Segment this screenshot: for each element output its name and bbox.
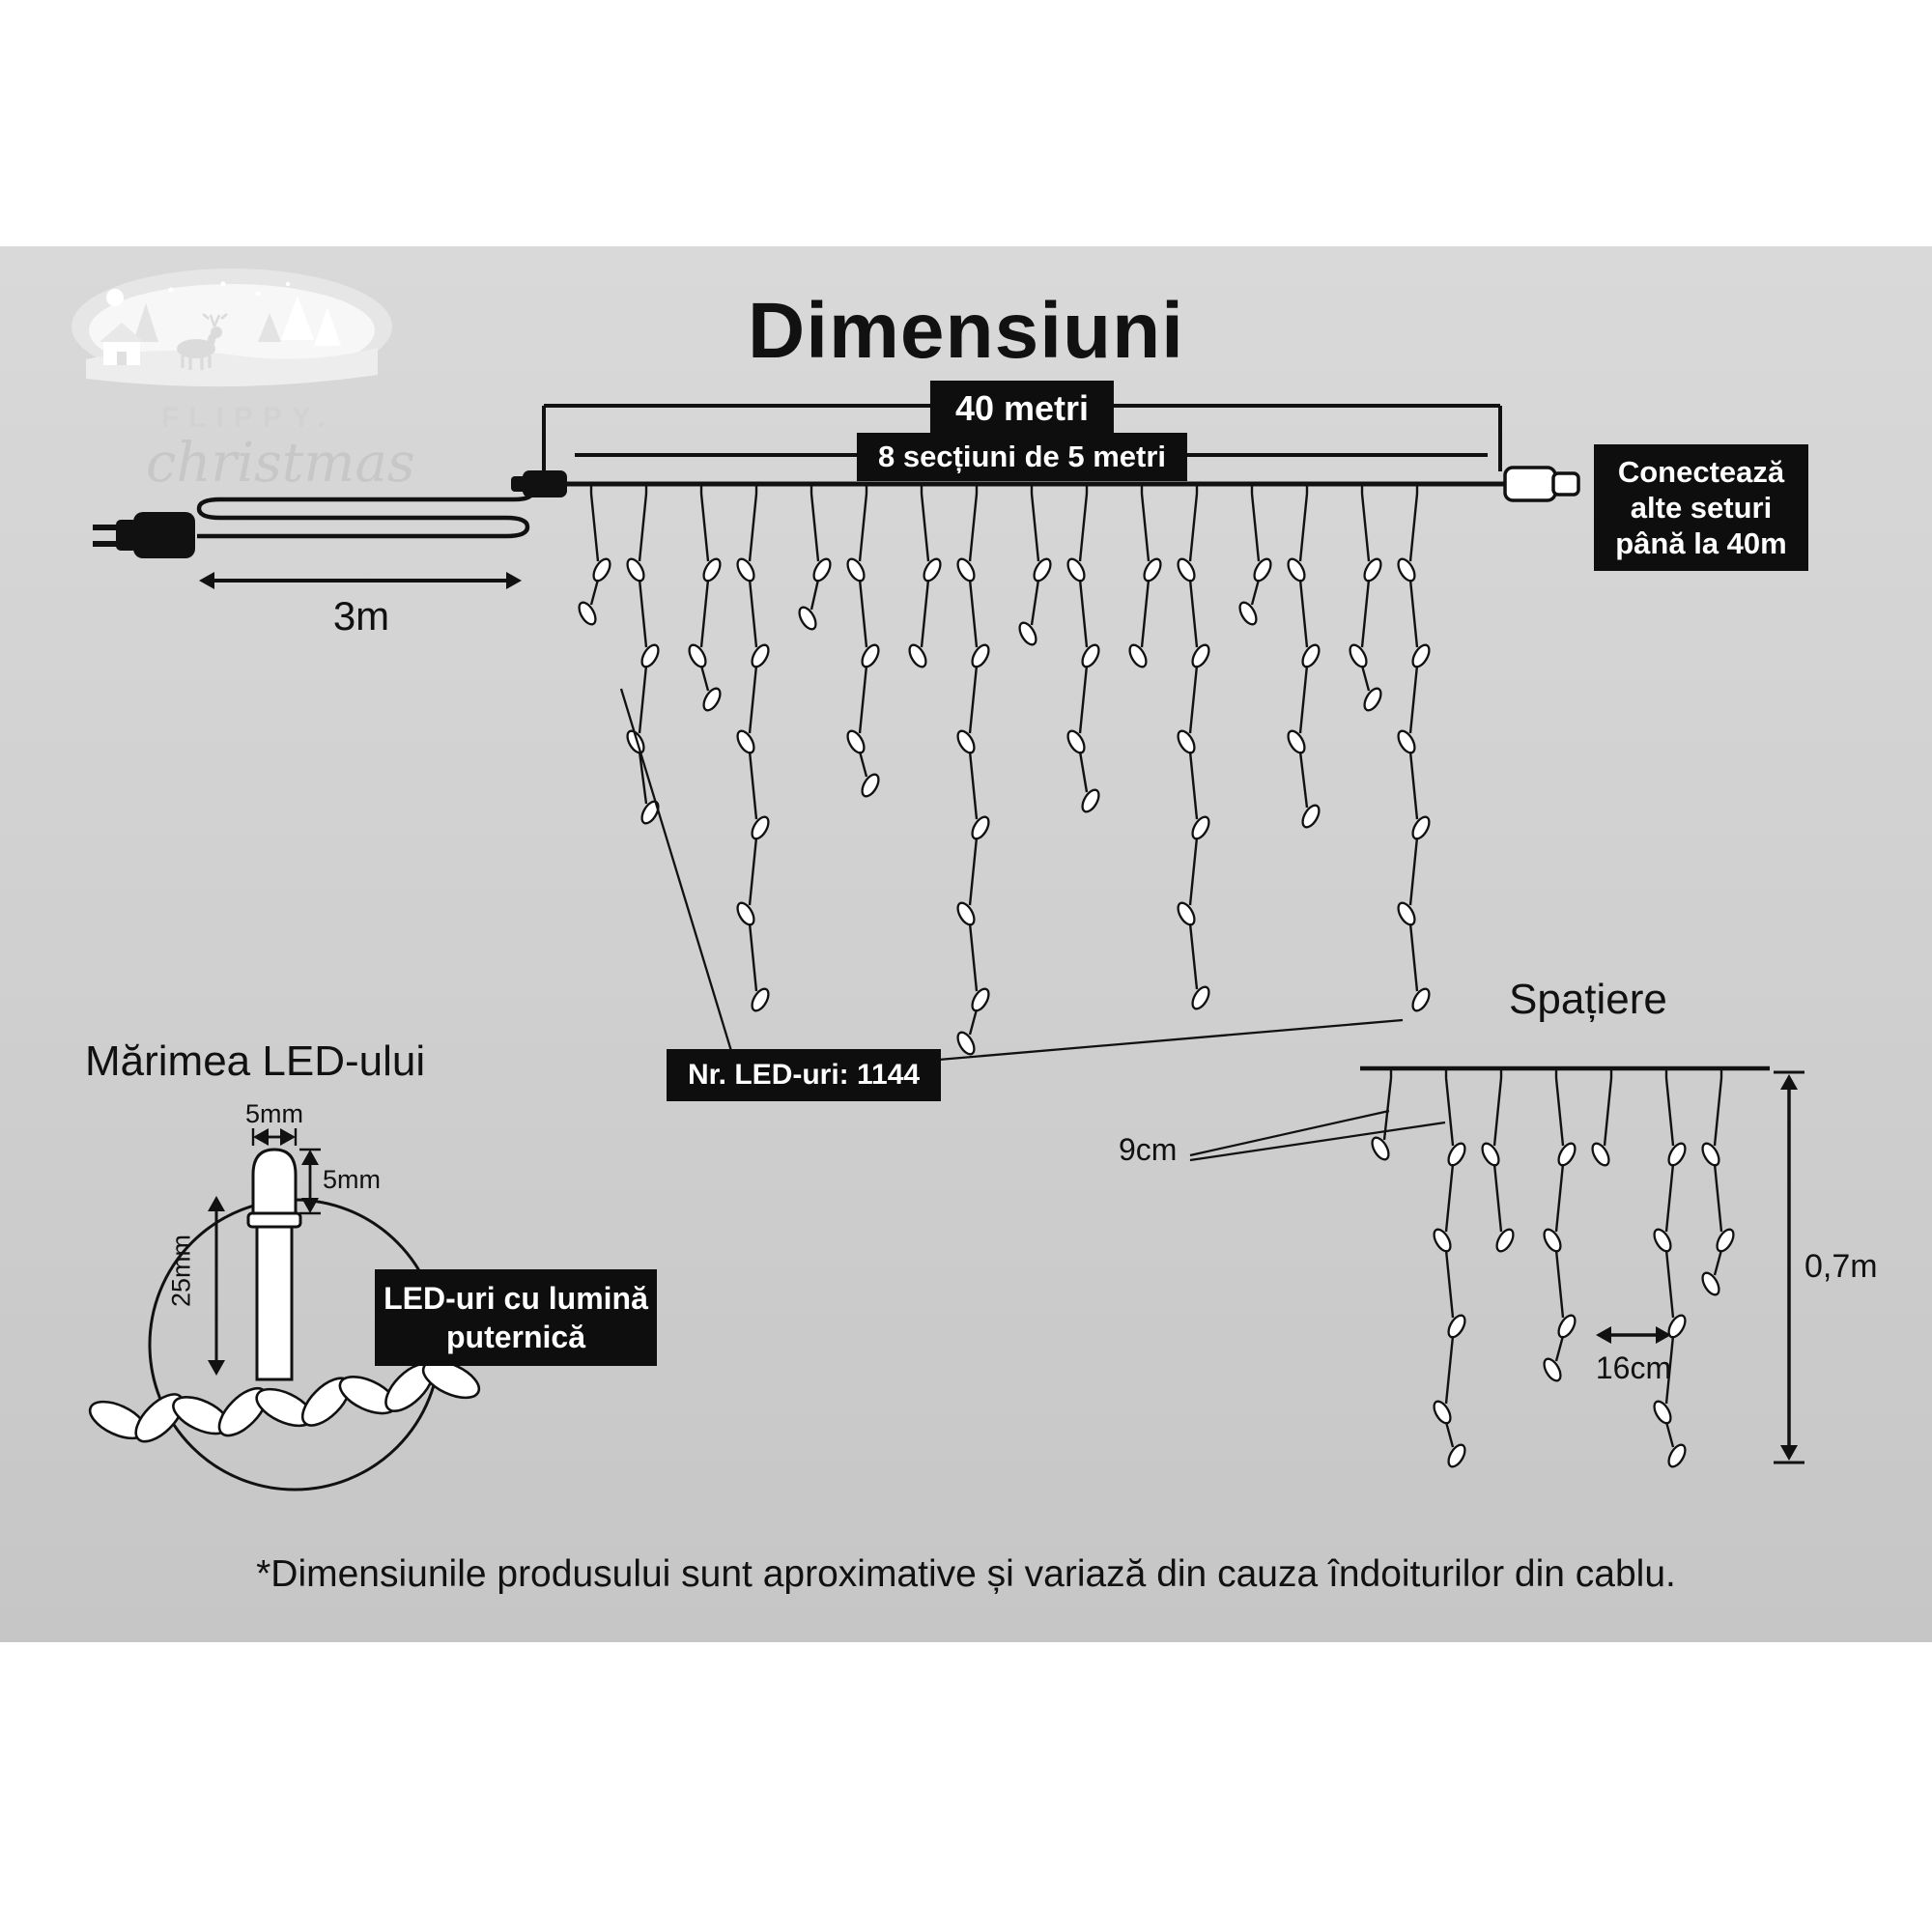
logo-tree-icon (281, 296, 314, 340)
total-length-label: 40 metri (929, 381, 1115, 437)
cap-width-label: 5mm (245, 1099, 303, 1128)
logo-star-icon (255, 291, 261, 297)
total-height-label: 25mm (166, 1235, 196, 1308)
bright-led-label: LED-uri cu lumină puternică (375, 1269, 657, 1366)
flippy-christmas-logo: FLIPPY. christmas (71, 269, 415, 495)
power-plug-icon (93, 512, 195, 558)
logo-script-text: christmas (146, 432, 415, 495)
spacing-diagram (1189, 1065, 1804, 1468)
led-size-magnifier (88, 1128, 481, 1492)
lead-length-arrow (199, 572, 522, 589)
led-spacing-label: 16cm (1595, 1350, 1672, 1385)
spacing-title: Spațiere (1509, 976, 1667, 1023)
led-count-callout-lines (619, 688, 1404, 1064)
cap-height-label: 5mm (323, 1165, 381, 1194)
page-title: Dimensiuni (748, 287, 1184, 375)
logo-star-icon (168, 287, 174, 293)
logo-tree-icon (314, 307, 341, 346)
footnote-text: *Dimensiunile produsului sunt aproximati… (256, 1553, 1676, 1595)
drop-spacing-label: 9cm (1119, 1132, 1178, 1167)
logo-tree-icon (258, 313, 281, 342)
logo-brand-text: FLIPPY. (161, 402, 335, 434)
lead-length-label: 3m (332, 593, 390, 639)
logo-deer-icon (177, 313, 228, 370)
logo-house-icon (99, 323, 144, 365)
logo-moon-icon (106, 289, 124, 306)
power-lead-wire (196, 485, 540, 539)
logo-star-icon (220, 281, 226, 287)
led-count-label: Nr. LED-uri: 1144 (667, 1049, 942, 1101)
right-connector-icon (1503, 466, 1580, 502)
logo-art (71, 269, 392, 387)
logo-star-icon (285, 281, 291, 287)
left-connector-icon (511, 470, 567, 497)
logo-tree-icon (133, 303, 158, 342)
drop-height-label: 0,7m (1804, 1248, 1878, 1285)
icicle-light-curtain (578, 486, 1431, 1056)
led-size-title: Mărimea LED-ului (85, 1037, 426, 1085)
connect-note-label: Conectează alte seturi până la 40m (1594, 444, 1808, 571)
sections-label: 8 secțiuni de 5 metri (856, 433, 1188, 481)
